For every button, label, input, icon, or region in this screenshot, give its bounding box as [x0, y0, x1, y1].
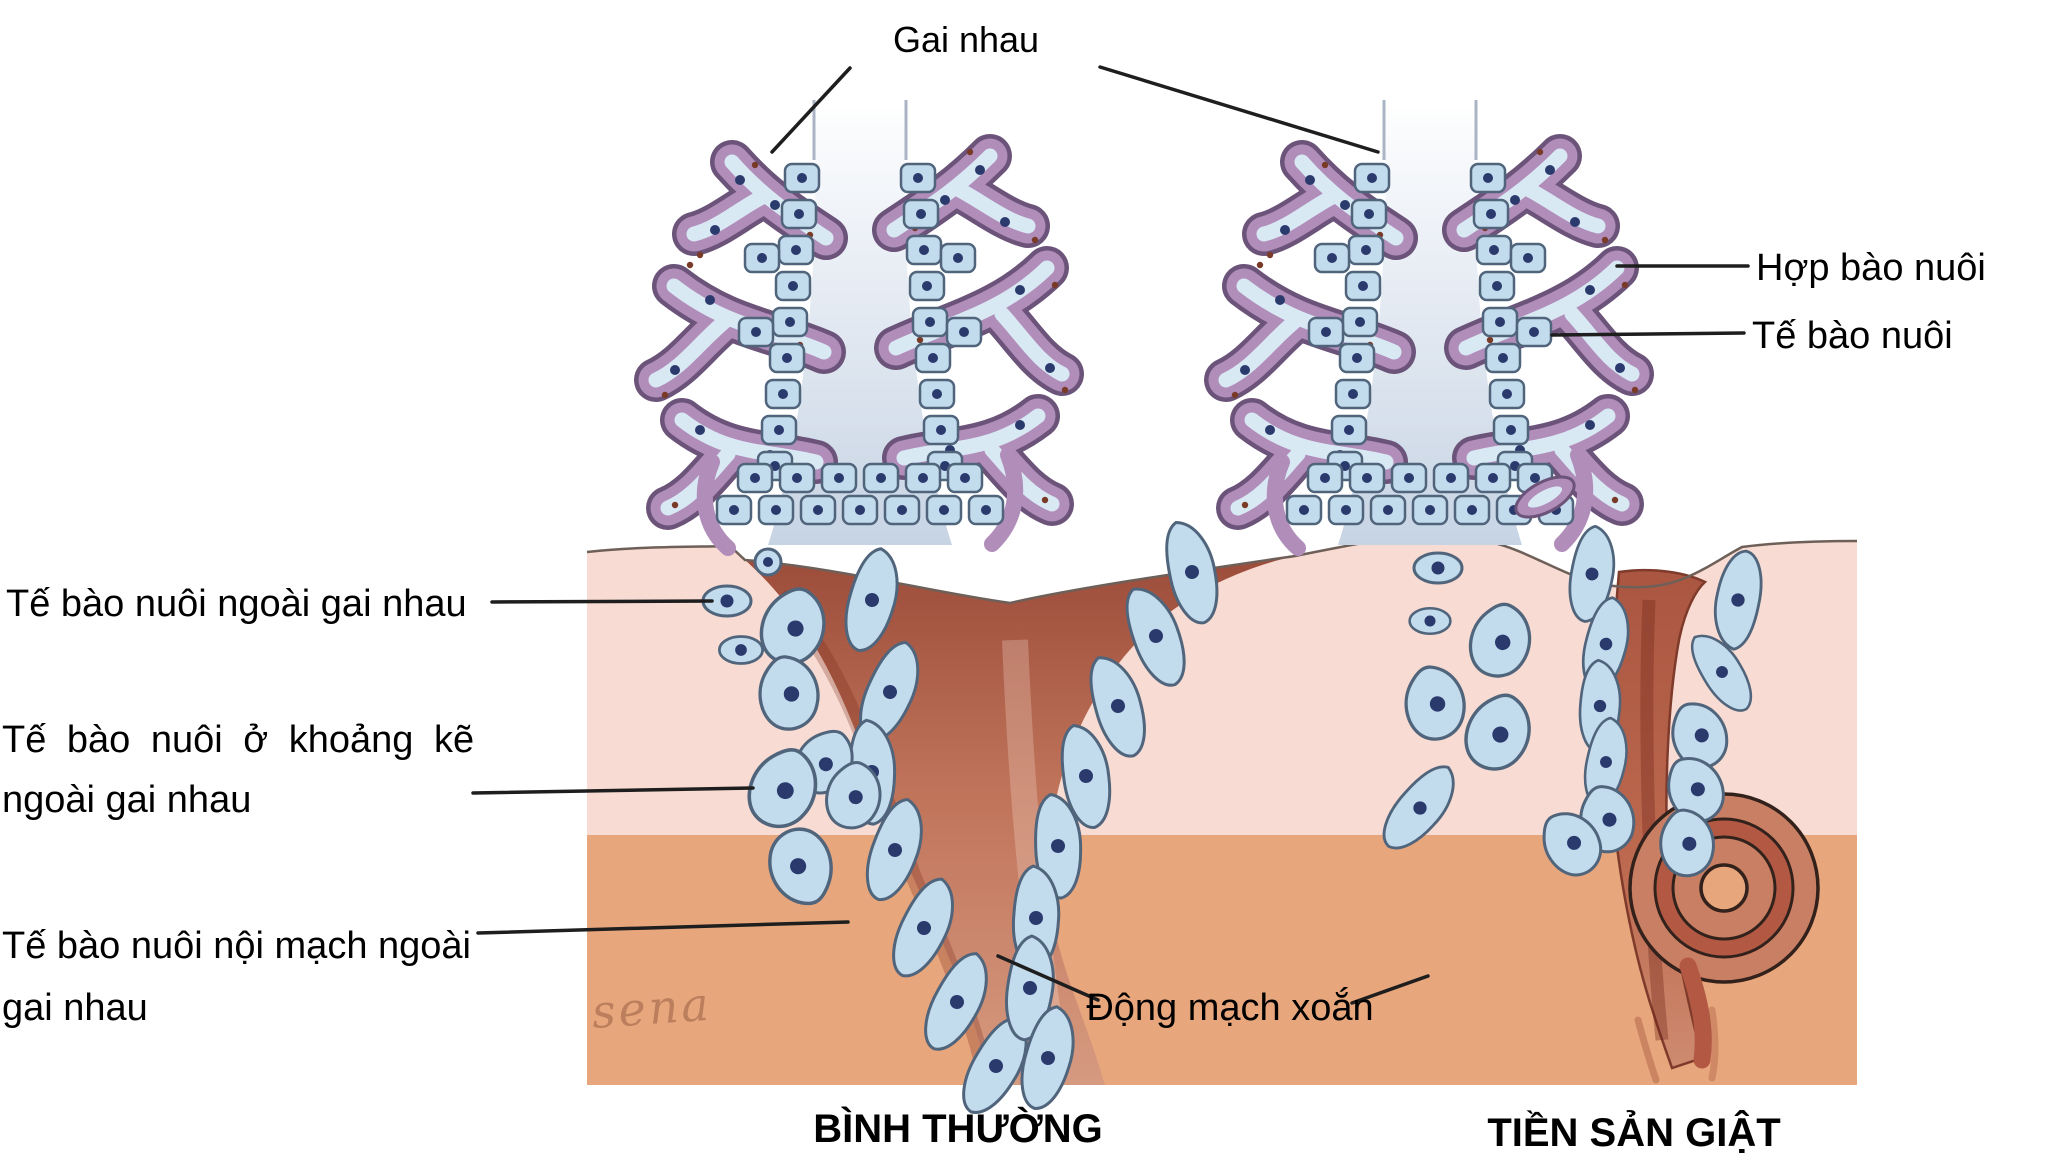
label-villus: Gai nhau	[893, 19, 1039, 60]
leader-villus-left	[770, 66, 852, 154]
detached-villus-section	[1514, 475, 1576, 519]
leader-endovascular	[476, 920, 850, 935]
label-endovascular-trophoblast-line1: Tế bào nuôi nội mạch ngoài	[2, 925, 471, 967]
caption-normal: BÌNH THƯỜNG	[813, 1105, 1103, 1151]
artist-watermark: sena	[590, 977, 713, 1039]
leader-cytotrophoblast	[1550, 331, 1746, 337]
label-interstitial-trophoblast-line2: ngoài gai nhau	[2, 779, 251, 821]
interstitial-cells-normal	[701, 547, 845, 915]
leader-villus-right	[1098, 65, 1380, 154]
label-spiral-artery: Động mạch xoắn	[1086, 986, 1373, 1029]
leader-extravillous	[490, 599, 714, 604]
label-endovascular-trophoblast-line2: gai nhau	[2, 987, 148, 1029]
leader-interstitial	[471, 786, 755, 795]
leader-lines	[471, 65, 1750, 1005]
leader-spiral-left	[996, 954, 1100, 1002]
decidua-surface-line	[586, 539, 1858, 605]
label-syncytiotrophoblast: Hợp bào nuôi	[1756, 247, 1986, 289]
label-cytotrophoblast: Tế bào nuôi	[1752, 315, 1953, 357]
spiral-artery-preeclampsia	[1609, 568, 1820, 1084]
villous-tree-preeclampsia	[1226, 100, 1638, 548]
caption-preeclampsia: TIỀN SẢN GIẬT	[1487, 1109, 1780, 1155]
label-extravillous-trophoblast: Tế bào nuôi ngoài gai nhau	[6, 583, 467, 625]
leader-spiral-right	[1350, 974, 1430, 1005]
villous-tree-normal	[656, 100, 1068, 548]
label-interstitial-trophoblast-line1: Tế bào nuôi ở khoảng kẽ	[2, 719, 474, 761]
